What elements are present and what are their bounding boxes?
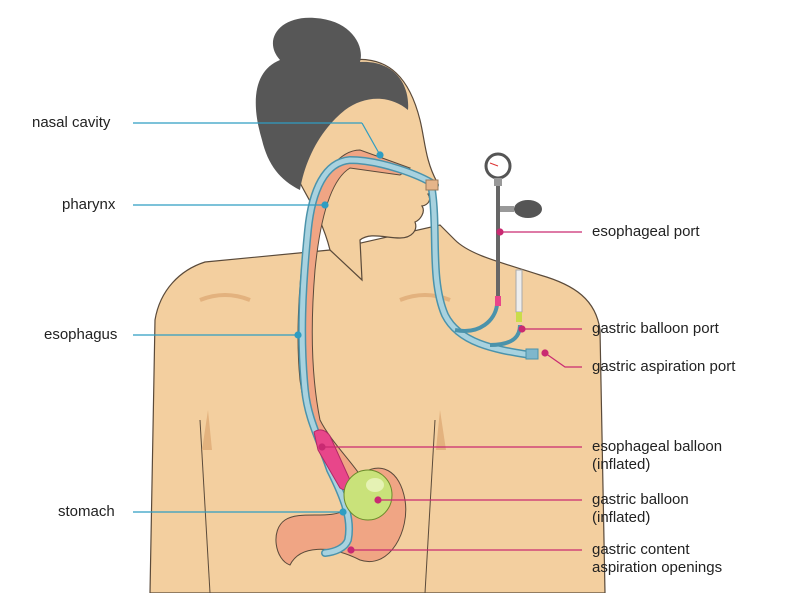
- label-line-1: gastric content: [592, 541, 690, 558]
- label-line-2: (inflated): [592, 509, 651, 526]
- label-nasal-cavity: nasal cavity: [32, 114, 111, 131]
- label-line-1: esophageal balloon: [592, 438, 723, 455]
- label-line-2: (inflated): [592, 456, 651, 473]
- label-gastric-balloon-port: gastric balloon port: [592, 320, 719, 337]
- label-esophageal-port: esophageal port: [592, 223, 700, 240]
- syringe-icon: [515, 269, 523, 313]
- label-line-2: aspiration openings: [592, 559, 723, 576]
- label-gastric-balloon: gastric balloon (inflated): [592, 491, 689, 527]
- label-gastric-aspiration-port: gastric aspiration port: [592, 358, 736, 375]
- hair: [255, 17, 409, 190]
- label-pharynx: pharynx: [62, 196, 116, 213]
- inflation-bulb-icon: [514, 200, 542, 218]
- label-aspiration-openings: gastric content aspiration openings: [592, 541, 722, 577]
- label-stomach: stomach: [58, 503, 115, 520]
- gastric-balloon: [343, 469, 393, 521]
- label-line-1: gastric balloon: [592, 491, 689, 508]
- label-esophagus: esophagus: [44, 326, 118, 343]
- label-esophageal-balloon: esophageal balloon (inflated): [592, 438, 722, 474]
